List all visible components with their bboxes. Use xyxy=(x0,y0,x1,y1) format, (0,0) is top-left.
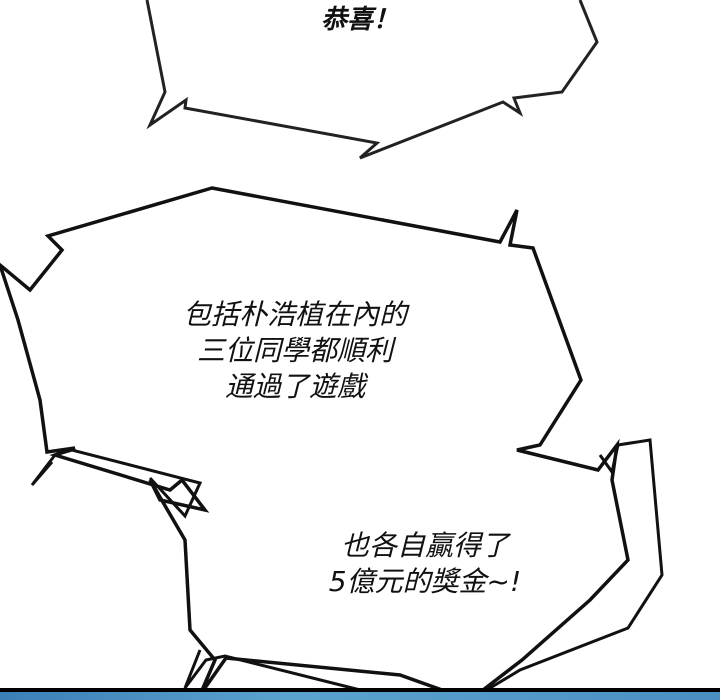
bubble-jag xyxy=(183,649,401,700)
line: 也各自贏得了 xyxy=(340,529,509,562)
line: 三位同學都順利 xyxy=(196,333,393,367)
bubble-jag xyxy=(469,438,664,700)
bubble-jag xyxy=(30,448,203,519)
line: 包括朴浩植在內的 xyxy=(182,298,407,331)
next-panel-edge xyxy=(0,688,720,700)
line: 5億元的獎金~! xyxy=(328,564,522,598)
bubble-text-congrats: 恭喜！ xyxy=(320,5,399,35)
top-bubble-outline xyxy=(145,0,599,160)
middle-bubble-outline xyxy=(0,186,630,700)
bubble-text-middle: 包括朴浩植在內的 三位同學都順利 通過了遊戲 xyxy=(140,297,450,404)
bubble-text-bottom: 也各自贏得了 5億元的獎金~! xyxy=(300,528,550,600)
line: 通過了遊戲 xyxy=(224,369,365,403)
